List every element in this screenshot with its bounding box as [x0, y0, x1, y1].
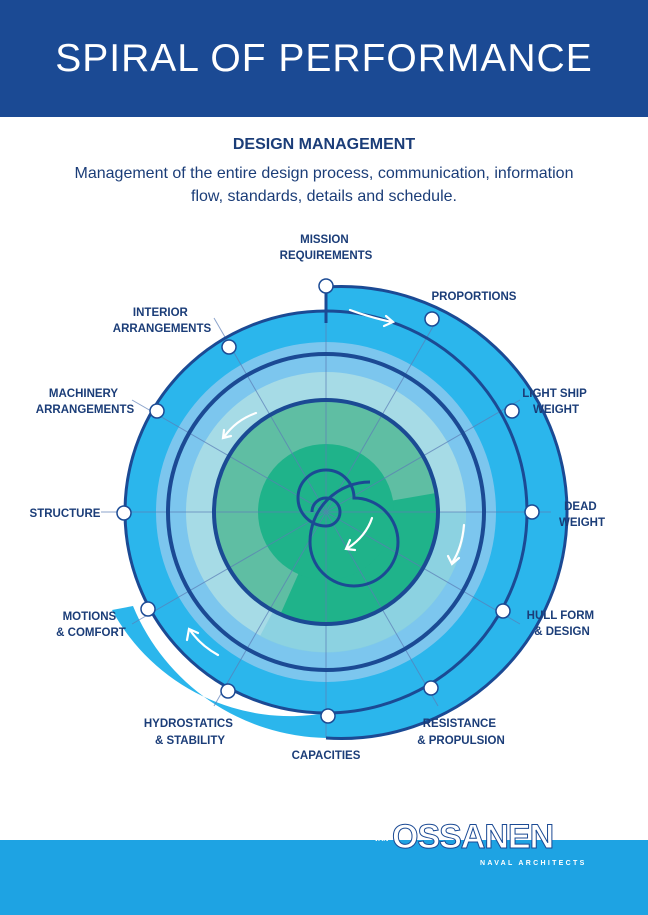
stage-nodes — [116, 278, 540, 724]
node-resistance — [423, 680, 439, 696]
label-hydrostatics: HYDROSTATICS & STABILITY — [144, 718, 236, 747]
header-banner: SPIRAL OF PERFORMANCE — [0, 0, 648, 117]
node-structure — [116, 505, 132, 521]
node-hull-form — [495, 603, 511, 619]
label-light-ship: LIGHT SHIP WEIGHT — [522, 388, 590, 416]
flow-arrows — [185, 308, 466, 657]
node-dead-weight — [524, 504, 540, 520]
label-interior: INTERIOR ARRANGEMENTS — [113, 307, 212, 335]
node-machinery — [149, 403, 165, 419]
label-mission: MISSION REQUIREMENTS — [280, 234, 373, 262]
company-logo: OSSANEN — [391, 818, 554, 857]
node-motions — [140, 601, 156, 617]
node-light-ship — [504, 403, 520, 419]
spiral-diagram: MISSION REQUIREMENTS PROPORTIONS LIGHT S… — [30, 234, 605, 762]
node-mission — [318, 278, 334, 294]
page-title: SPIRAL OF PERFORMANCE — [55, 36, 593, 80]
section-subtitle: DESIGN MANAGEMENT — [232, 136, 416, 153]
section-description: Management of the entire design process,… — [74, 165, 574, 205]
label-dead-weight: DEAD WEIGHT — [559, 501, 605, 529]
node-interior — [221, 339, 237, 355]
label-proportions: PROPORTIONS — [432, 291, 517, 303]
node-hydrostatics — [220, 683, 236, 699]
node-capacities — [320, 708, 336, 724]
logo-tagline: NAVAL ARCHITECTS — [480, 860, 587, 867]
footer-banner — [0, 840, 648, 915]
label-motions: MOTIONS & COMFORT — [56, 611, 126, 639]
label-resistance: RESISTANCE & PROPULSION — [417, 718, 505, 747]
logo-prefix: VAN — [374, 836, 389, 843]
label-structure: STRUCTURE — [30, 508, 101, 520]
node-proportions — [424, 311, 440, 327]
label-machinery: MACHINERY ARRANGEMENTS — [36, 388, 135, 416]
label-hull-form: HULL FORM & DESIGN — [527, 610, 598, 638]
label-capacities: CAPACITIES — [292, 750, 361, 762]
